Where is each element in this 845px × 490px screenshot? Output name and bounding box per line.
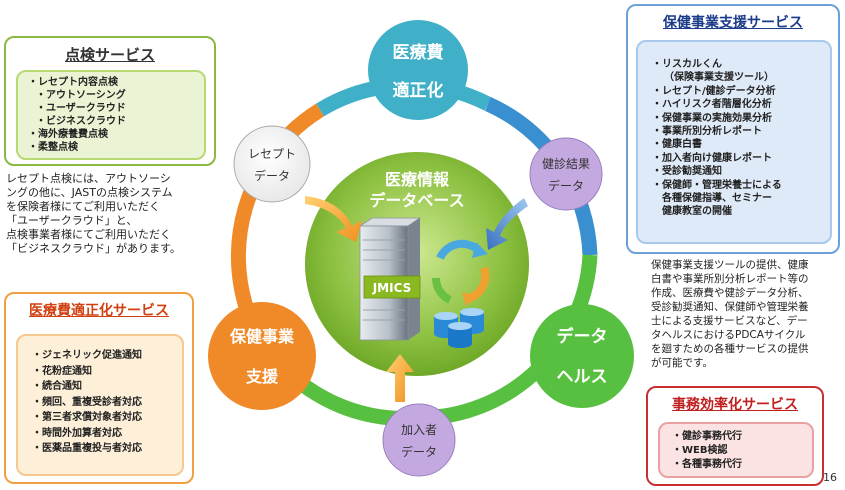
arrow-from-receipt-data: [305, 196, 362, 242]
list-item: ・保健師・管理栄養士による: [652, 179, 782, 191]
node-health-program-support-line1: 保健事業: [229, 327, 295, 346]
list-item: 健康教室の開催: [662, 206, 732, 218]
server-label: JMICS: [372, 281, 412, 295]
inspection-service-title: 点検サービス: [64, 46, 155, 64]
node-member-data-line2: データ: [401, 444, 437, 459]
list-item: 各種保健指導、セミナー: [662, 193, 772, 205]
arrow-from-member-data: [386, 354, 414, 402]
note-line: タヘルスにおけるPDCAサイクル: [651, 329, 806, 341]
note-line: 保健事業支援ツールの提供、健康: [651, 259, 809, 271]
server-icon: JMICS: [358, 217, 422, 341]
ring-segment-orange: [230, 103, 324, 334]
list-item: ・頻回、重複受診者対応: [32, 396, 142, 408]
note-line: を廻すための各種サービスの提供: [651, 343, 809, 355]
list-item: ・健診事務代行: [672, 431, 742, 442]
note-line: ングの他に、JASTの点検システム: [6, 186, 173, 199]
medical-cost-optimization-title: 医療費適正化サービス: [29, 303, 169, 319]
node-medical-cost-optimization: [368, 20, 468, 120]
list-item: ・レセプト内容点検: [28, 77, 118, 88]
list-item: ・花粉症通知: [32, 365, 92, 377]
node-health-program-support-line2: 支援: [245, 367, 279, 386]
list-item: ・保健事業の実施効果分析: [652, 112, 772, 124]
note-line: を保険者様にてご利用いただく: [6, 200, 160, 213]
sync-arrows-icon: [431, 239, 490, 306]
list-item: ・事業所別分析レポート: [652, 126, 762, 138]
office-efficiency-list: ・健診事務代行 ・WEB検認 ・各種事務代行: [658, 422, 814, 478]
list-item: ・ビジネスクラウド: [36, 116, 126, 127]
list-item: （保険事業支援ツール）: [664, 72, 774, 84]
list-item: ・医薬品重複投与者対応: [32, 443, 142, 454]
node-medical-cost-optimization-line2: 適正化: [393, 80, 444, 101]
node-receipt-data-line1: レセプト: [248, 147, 296, 161]
list-item: ・海外療養費点検: [28, 129, 108, 140]
list-item: ・ユーザークラウド: [36, 103, 126, 114]
list-item: ・ジェネリック促進通知: [32, 350, 142, 361]
medical-cost-optimization-list: ・ジェネリック促進通知 ・花粉症通知 ・続合通知 ・頻回、重複受診者対応 ・第三…: [16, 334, 184, 476]
list-item: ・レセプト/健診データ分析: [652, 85, 776, 97]
list-item: ・WEB検認: [672, 445, 728, 456]
node-checkup-data-line1: 健診結果: [542, 156, 590, 171]
note-line: が可能です。: [651, 357, 713, 369]
note-line: 作成、医療費や健診データ分析、: [651, 287, 809, 299]
note-line: 受診勧奨通知、保健師や管理栄養: [651, 301, 809, 313]
page-number: 16: [823, 471, 837, 484]
node-data-health: [530, 304, 634, 408]
medical-cost-optimization-panel: 医療費適正化サービス ・ジェネリック促進通知 ・花粉症通知 ・続合通知 ・頻回、…: [4, 292, 194, 484]
health-program-support-note: 保健事業支援ツールの提供、健康 白書や事業所別分析レポート等の 作成、医療費や健…: [651, 258, 841, 370]
node-health-program-support: [208, 302, 316, 410]
node-receipt-data: [233, 125, 311, 203]
node-member-data: [382, 403, 456, 477]
list-item: ・健康白書: [652, 139, 702, 151]
database-cylinders-icon: [434, 308, 484, 348]
node-data-health-line2: ヘルス: [557, 367, 608, 387]
list-item: ・続合通知: [32, 381, 82, 392]
office-efficiency-panel: 事務効率化サービス ・健診事務代行 ・WEB検認 ・各種事務代行: [646, 386, 824, 486]
node-checkup-data: [529, 137, 603, 211]
node-medical-cost-optimization-line1: 医療費: [393, 42, 444, 63]
note-line: 白書や事業所別分析レポート等の: [651, 273, 809, 285]
note-line: 点検事業者様にてご利用いただく: [6, 228, 171, 241]
node-member-data-line1: 加入者: [401, 423, 437, 437]
list-item: ・各種事務代行: [672, 459, 742, 470]
node-data-health-line1: データ: [557, 326, 608, 347]
list-item: ・柔整点検: [28, 142, 78, 153]
center-title-line1: 医療情報: [385, 170, 450, 189]
list-item: ・リスカルくん: [652, 59, 722, 70]
health-program-support-title: 保健事業支援サービス: [663, 15, 803, 31]
office-efficiency-title: 事務効率化サービス: [672, 397, 798, 413]
list-item: ・ハイリスク者階層化分析: [652, 99, 772, 111]
health-program-support-panel: 保健事業支援サービス ・リスカルくん （保険事業支援ツール） ・レセプト/健診デ…: [626, 4, 840, 254]
inspection-service-panel: 点検サービス ・レセプト内容点検 ・アウトソーシング ・ユーザークラウド ・ビジ…: [4, 36, 216, 166]
list-item: ・加入者向け健康レポート: [652, 152, 772, 164]
list-item: ・受診勧奨通知: [652, 166, 722, 178]
list-item: ・第三者求償対象者対応: [32, 412, 142, 423]
inspection-note: レセプト点検には、アウトソーシ ングの他に、JASTの点検システム を保険者様に…: [6, 172, 220, 256]
center-title-line2: データベース: [369, 191, 464, 210]
inspection-service-list: ・レセプト内容点検 ・アウトソーシング ・ユーザークラウド ・ビジネスクラウド …: [16, 70, 206, 160]
node-checkup-data-line2: データ: [548, 178, 584, 193]
note-line: 「ユーザークラウド」と、: [6, 214, 138, 227]
node-receipt-data-line2: データ: [254, 168, 290, 183]
health-program-support-list: ・リスカルくん （保険事業支援ツール） ・レセプト/健診データ分析 ・ハイリスク…: [636, 40, 832, 244]
note-line: レセプト点検には、アウトソーシ: [6, 172, 171, 185]
list-item: ・アウトソーシング: [36, 90, 126, 101]
note-line: 「ビジネスクラウド」があります。: [6, 242, 181, 255]
list-item: ・時間外加算者対応: [32, 427, 122, 439]
note-line: 士による支援サービスなど、デー: [651, 315, 808, 327]
arrow-from-checkup-data: [486, 198, 528, 250]
